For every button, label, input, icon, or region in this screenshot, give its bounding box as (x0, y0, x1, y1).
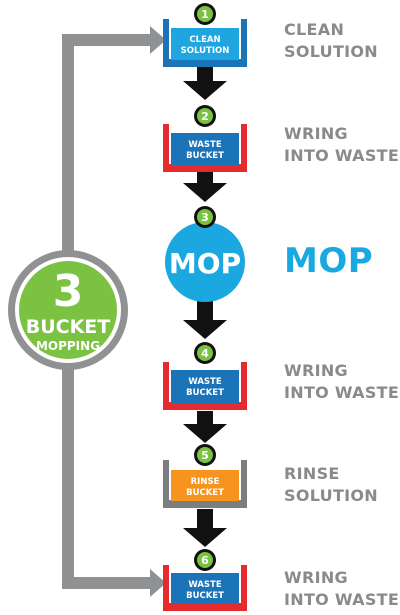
step-6-number: 6 (201, 554, 209, 567)
title-badge: 3 BUCKET MOPPING (8, 250, 128, 370)
step-5-number: 5 (201, 449, 209, 462)
down-arrow (183, 300, 227, 339)
step-4-bucket: WASTE BUCKET 4 (163, 342, 247, 410)
title-line1: BUCKET (26, 316, 111, 338)
down-arrow (183, 509, 227, 547)
step-3-bucket-text: MOP (169, 247, 241, 280)
step-3-label-line-1: MOP (284, 241, 374, 281)
step-1-bucket-text-1: CLEAN (189, 35, 220, 45)
step-1-label-line-2: SOLUTION (284, 42, 379, 61)
step-5-bucket-text-1: RINSE (191, 477, 220, 487)
step-4-label-line-1: WRING (284, 361, 348, 380)
step-1-bucket: CLEAN SOLUTION 1 (163, 3, 247, 67)
step-4-number: 4 (201, 347, 209, 360)
step-5-bucket-text-2: BUCKET (186, 488, 224, 498)
step-2-label-line-2: INTO WASTE (284, 146, 400, 165)
down-arrow (183, 66, 227, 100)
step-2-label-line-1: WRING (284, 124, 348, 143)
step-6-bucket: WASTE BUCKET 6 (163, 549, 247, 611)
step-2-bucket-text-1: WASTE (188, 140, 221, 150)
step-6-label-line-1: WRING (284, 568, 348, 587)
step-4-label-line-2: INTO WASTE (284, 383, 400, 402)
step-1-number: 1 (201, 8, 209, 21)
step-3-number: 3 (201, 211, 209, 224)
step-4-bucket-text-1: WASTE (188, 377, 221, 387)
step-5-bucket: RINSE BUCKET 5 (163, 444, 247, 508)
step-2-number: 2 (201, 110, 209, 123)
step-2-bucket-text-2: BUCKET (186, 151, 224, 161)
step-5-label: RINSE SOLUTION (284, 463, 378, 507)
loop-arrow-head-top (150, 26, 166, 54)
step-5-label-line-2: SOLUTION (284, 486, 379, 505)
step-3-label: MOP (284, 244, 373, 278)
step-5-label-line-1: RINSE (284, 464, 340, 483)
down-arrows (183, 66, 227, 547)
step-1-bucket-text-2: SOLUTION (181, 46, 230, 56)
step-6-bucket-text-2: BUCKET (186, 591, 224, 601)
step-3-mop: MOP 3 (165, 206, 245, 302)
step-6-label: WRING INTO WASTE (284, 567, 399, 611)
step-1-label-line-1: CLEAN (284, 20, 345, 39)
step-1-label: CLEAN SOLUTION (284, 19, 378, 63)
down-arrow (183, 411, 227, 443)
step-4-bucket-text-2: BUCKET (186, 388, 224, 398)
step-6-label-line-2: INTO WASTE (284, 590, 400, 609)
step-2-bucket: WASTE BUCKET 2 (163, 105, 247, 172)
step-6-bucket-text-1: WASTE (188, 580, 221, 590)
down-arrow (183, 172, 227, 202)
step-4-label: WRING INTO WASTE (284, 360, 399, 404)
title-number: 3 (53, 266, 84, 317)
title-line2: MOPPING (36, 339, 100, 353)
loop-arrow-head-bottom (150, 569, 166, 597)
step-2-label: WRING INTO WASTE (284, 123, 399, 167)
